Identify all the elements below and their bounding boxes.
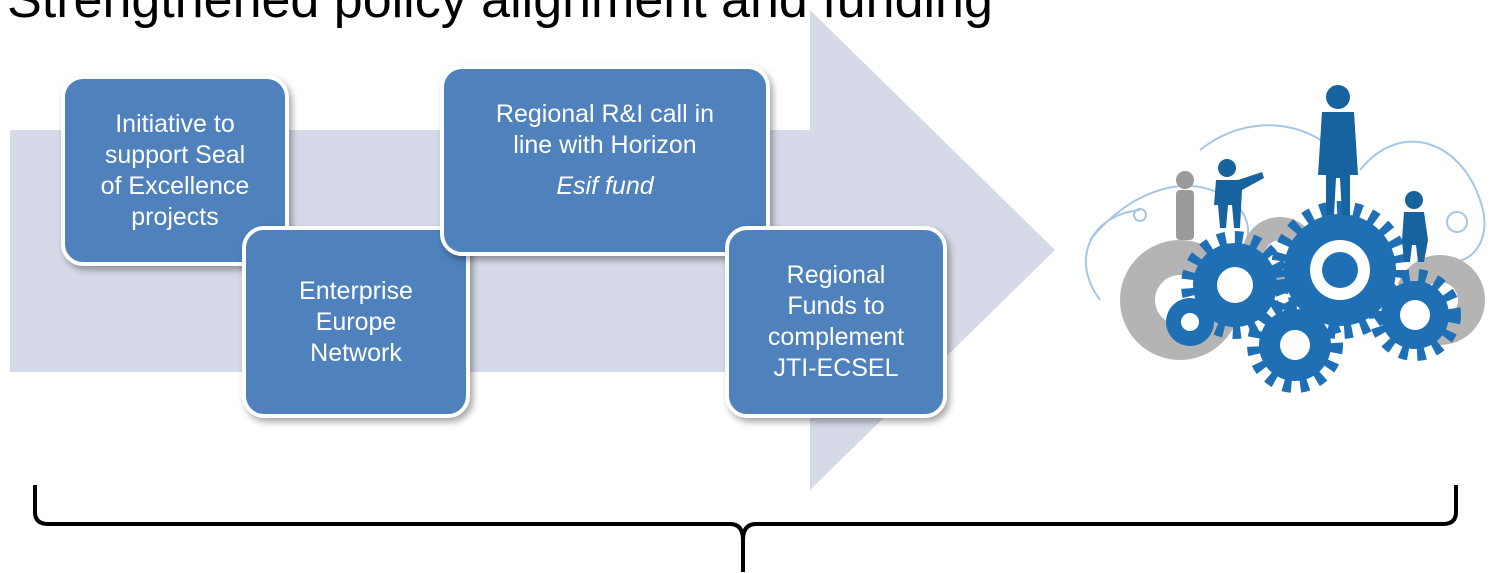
- step-text-line: line with Horizon: [513, 131, 697, 159]
- step-regional-ri-call: Regional R&I call in line with Horizon E…: [440, 65, 770, 256]
- step-text-line: JTI-ECSEL: [773, 354, 899, 382]
- step-text-line: Regional: [786, 261, 886, 289]
- step-text-line: of Excellence: [100, 171, 250, 200]
- step-text-line: Enterprise: [299, 276, 413, 305]
- step-enterprise-europe-network: Enterprise Europe Network: [242, 226, 470, 418]
- step-text-line: Europe: [315, 307, 397, 336]
- step-text-line: complement: [767, 323, 905, 351]
- slide-title: Strengthened policy alignment and fundin…: [7, 0, 993, 29]
- people-on-gears-illustration: [1084, 85, 1486, 393]
- step-text-line: Regional R&I call in: [495, 100, 715, 128]
- step-text-line: Network: [310, 338, 402, 367]
- step-subline: Esif fund: [556, 172, 654, 200]
- step-regional-funds-jti-ecsel: Regional Funds to complement JTI-ECSEL: [725, 226, 947, 418]
- step-text-line: Initiative to: [115, 109, 235, 138]
- step-text-line: support Seal: [104, 140, 246, 169]
- bottom-brace: [33, 485, 1458, 572]
- step-text-line: projects: [131, 202, 219, 231]
- step-text-line: Funds to: [787, 292, 885, 320]
